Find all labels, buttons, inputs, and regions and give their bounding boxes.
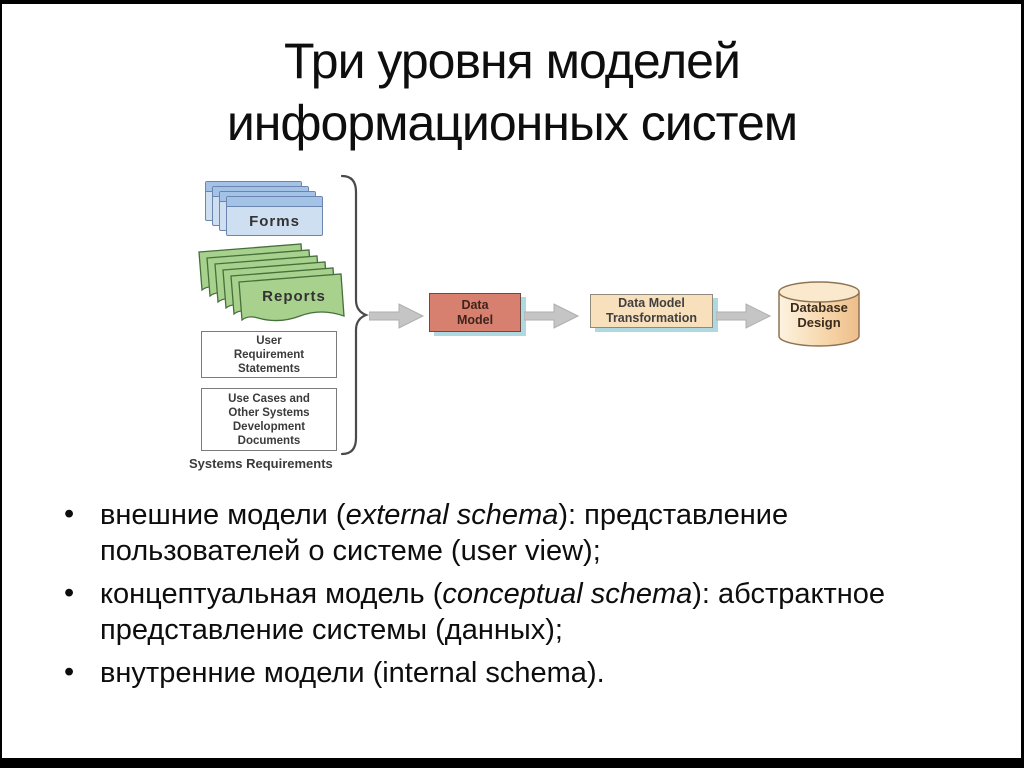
bullet-text-italic: external schema: [345, 499, 559, 531]
bullet-text: внешние модели (: [100, 499, 346, 531]
bullet-text: концептуальная модель (: [100, 578, 443, 610]
database-cylinder-icon: [778, 281, 860, 347]
slide-title-line2: информационных систем: [226, 95, 798, 151]
bullet-text: ): представление пользователей о системе…: [100, 499, 789, 567]
bullet-item: внешние модели (external schema): предст…: [60, 496, 900, 569]
bullet-item: внутренние модели (internal schema).: [60, 654, 900, 691]
transformation-box: Data Model Transformation: [590, 294, 713, 328]
database-design-label: Database Design: [790, 300, 848, 330]
form-card-front: Forms: [226, 196, 323, 236]
slide-title-line1: Три уровня моделей: [284, 33, 741, 89]
forms-stack-icon: Forms: [205, 181, 325, 237]
bullet-text-italic: conceptual schema: [442, 578, 693, 610]
forms-label: Forms: [249, 213, 300, 230]
flow-arrow-icon: [716, 303, 772, 329]
reports-stack-icon: [198, 243, 345, 322]
slide-title: Три уровня моделей информационных систем: [0, 30, 1024, 154]
bullet-text: ): абстрактное представление системы (да…: [100, 578, 886, 646]
bullet-item: концептуальная модель (conceptual schema…: [60, 575, 900, 648]
flow-arrow-icon: [524, 303, 580, 329]
user-requirements-box: User Requirement Statements: [201, 331, 337, 378]
bullet-list: внешние модели (external schema): предст…: [60, 496, 900, 698]
data-model-box: Data Model: [429, 293, 521, 332]
bullet-text: внутренние модели (internal schema).: [100, 657, 605, 689]
form-card-header: [227, 197, 322, 207]
reports-label: Reports: [262, 288, 326, 305]
use-cases-box: Use Cases and Other Systems Development …: [201, 388, 337, 451]
systems-requirements-label: Systems Requirements: [189, 456, 333, 471]
curly-brace-icon: [340, 174, 369, 456]
flow-arrow-icon: [369, 303, 425, 329]
